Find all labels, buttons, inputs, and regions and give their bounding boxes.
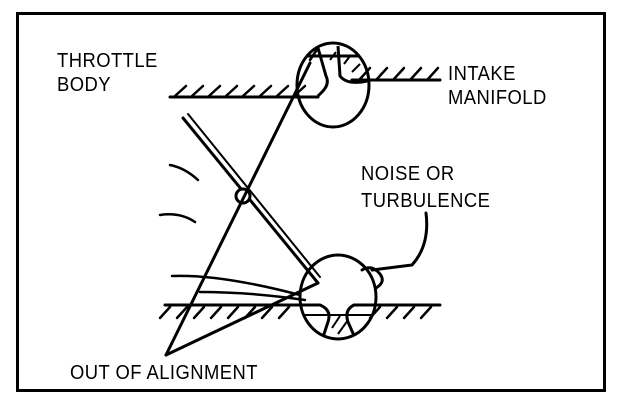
upper-wall-hatching bbox=[173, 46, 440, 98]
throttle-plate bbox=[181, 113, 321, 285]
noise-leader bbox=[360, 211, 429, 290]
bottom-detail-circle bbox=[298, 253, 378, 341]
top-detail-circle bbox=[295, 41, 371, 129]
intake-manifold-label-line1: INTAKE bbox=[448, 63, 516, 85]
intake-manifold-label-line2: MANIFOLD bbox=[448, 87, 547, 109]
throttle-body-label-line2: BODY bbox=[57, 74, 111, 96]
out-of-alignment-label: OUT OF ALIGNMENT bbox=[70, 362, 258, 384]
alignment-lines bbox=[164, 61, 320, 357]
lower-wall-hatching bbox=[158, 305, 433, 320]
noise-label-line1: NOISE OR bbox=[361, 163, 455, 185]
diagram-frame bbox=[16, 12, 606, 392]
airflow-arcs bbox=[158, 163, 307, 302]
noise-label-line2: TURBULENCE bbox=[361, 190, 491, 212]
throttle-body-label-line1: THROTTLE bbox=[57, 50, 158, 72]
